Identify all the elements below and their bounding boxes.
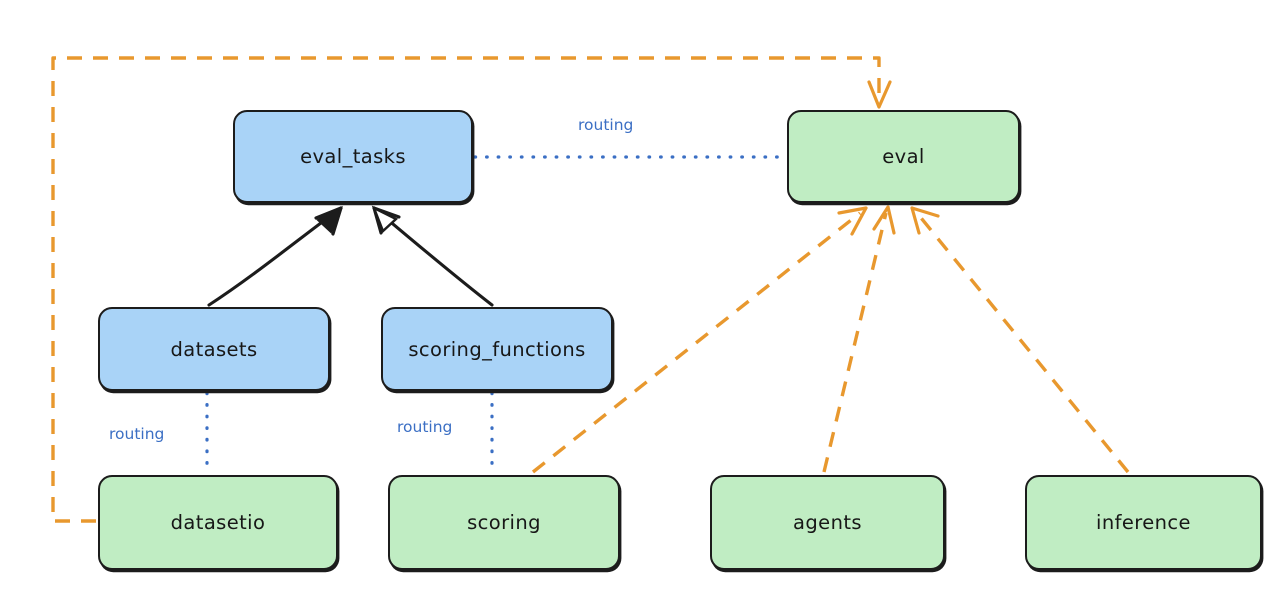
node-scoring[interactable]: scoring [388,475,620,570]
node-inference[interactable]: inference [1025,475,1262,570]
edge-scoring_functions-to-eval_tasks [371,205,494,307]
edge-agents-to-eval [822,205,896,473]
node-label: eval [882,145,925,168]
node-label: agents [793,511,862,534]
node-agents[interactable]: agents [710,475,945,570]
node-label: datasetio [170,511,266,534]
edge-label-routing-scoring-functions-to-scoring: routing [397,418,453,436]
node-eval-tasks[interactable]: eval_tasks [233,110,473,203]
node-datasets[interactable]: datasets [98,307,330,391]
node-label: inference [1096,511,1191,534]
node-eval[interactable]: eval [787,110,1020,203]
edge-label-routing-eval-tasks-to-eval: routing [578,116,634,134]
node-label: scoring_functions [408,337,586,361]
edge-inference-to-eval [910,206,1130,474]
edge-datasets-to-eval_tasks [207,205,343,307]
node-scoring-functions[interactable]: scoring_functions [381,307,613,391]
node-label: scoring [467,511,541,534]
node-label: eval_tasks [300,145,406,168]
node-label: datasets [170,337,258,361]
edge-label-routing-datasets-to-datasetio: routing [109,425,165,443]
node-datasetio[interactable]: datasetio [98,475,338,570]
